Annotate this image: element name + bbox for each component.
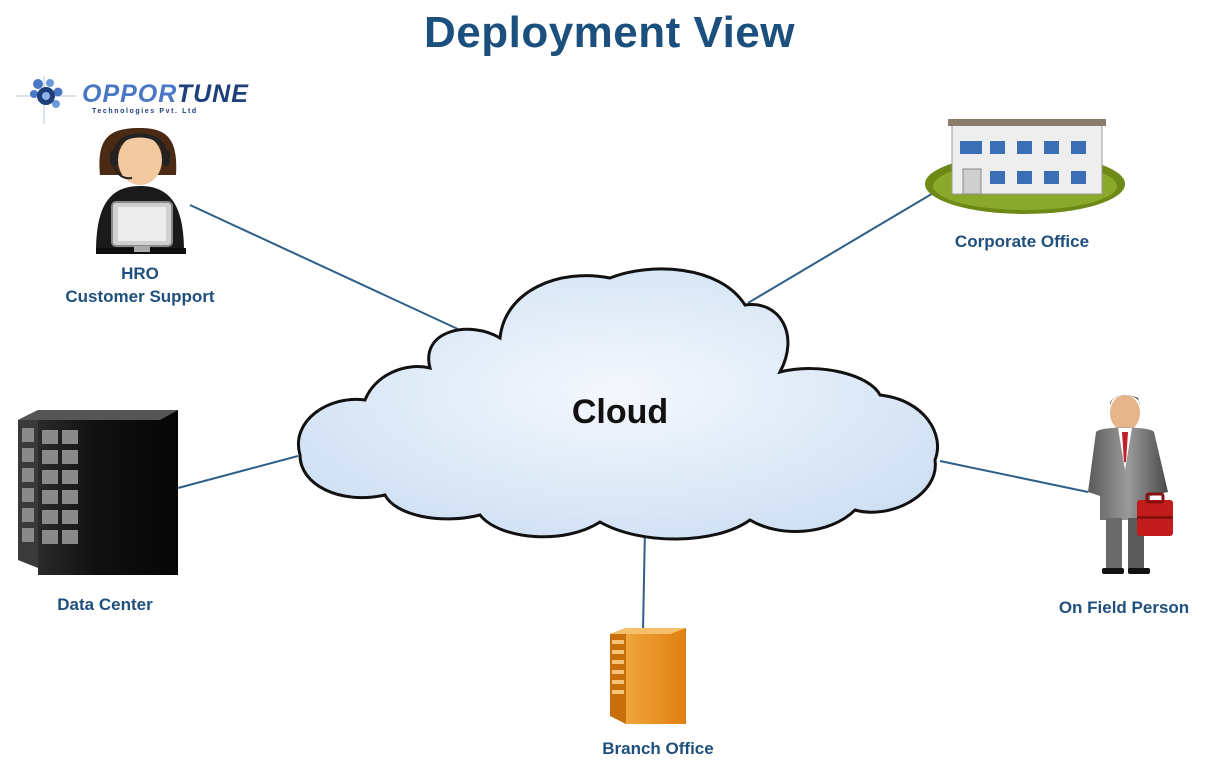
hro-label-line1: HRO: [121, 264, 159, 283]
logo-name-part2: TUNE: [176, 80, 249, 108]
hro-label-line2: Customer Support: [65, 287, 215, 306]
branch-office-label: Branch Office: [602, 739, 714, 758]
businessman-icon: [1088, 395, 1173, 574]
data-center-label: Data Center: [57, 595, 153, 614]
company-logo: OPPORTUNE Technologies Pvt. Ltd: [12, 74, 252, 130]
page-title: Deployment View: [423, 8, 795, 57]
on-field-person-label: On Field Person: [1058, 598, 1190, 617]
branch-building-icon: [610, 628, 686, 724]
logo-name-part1: OPPOR: [82, 80, 177, 108]
cloud-shape: [296, 267, 940, 541]
office-building-icon: [925, 119, 1125, 214]
headset-agent-icon: [96, 128, 186, 254]
server-rack-icon: [18, 410, 178, 575]
cloud-label: Cloud: [571, 393, 669, 431]
hro-label: HRO Customer Support: [40, 262, 240, 308]
corporate-office-label: Corporate Office: [954, 232, 1090, 251]
connector-corporate: [747, 191, 936, 304]
opportune-logo-icon: [16, 76, 76, 124]
logo-tagline: Technologies Pvt. Ltd: [92, 108, 198, 115]
connector-field: [939, 460, 1089, 493]
connector-branch: [642, 526, 646, 631]
connector-hro: [189, 204, 489, 344]
connector-datacenter: [177, 455, 299, 489]
